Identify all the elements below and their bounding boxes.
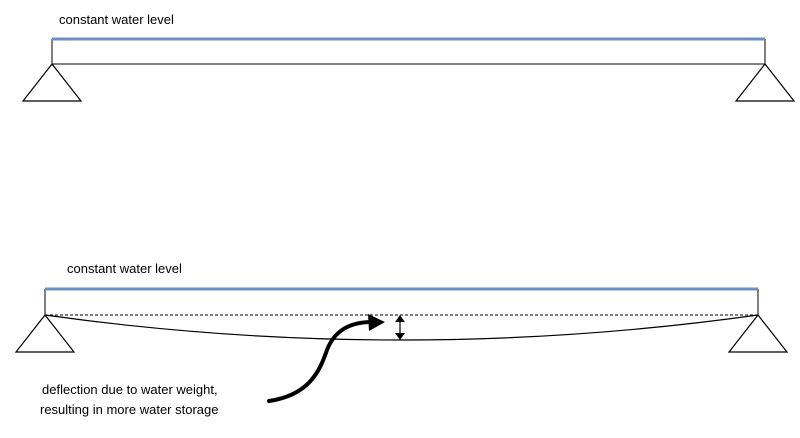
bottom-left-support-icon [14,314,76,353]
bottom-water-level-label: constant water level [67,261,182,276]
top-right-support-icon [734,63,796,102]
deflected-beam-curve [44,314,759,341]
bottom-diagram: constant water level deflection due to w… [14,261,789,417]
bottom-right-support-icon [727,314,789,353]
top-left-support-icon [21,63,83,102]
top-beam [51,39,766,65]
top-diagram: constant water level [21,12,796,102]
top-water-level-label: constant water level [59,12,174,27]
annotation-line-2: resulting in more water storage [40,402,218,417]
annotation-line-1: deflection due to water weight, [42,382,218,397]
curved-pointer-arrow-icon [267,314,385,403]
deflection-double-arrow-icon [395,315,405,340]
bottom-beam [44,289,759,341]
